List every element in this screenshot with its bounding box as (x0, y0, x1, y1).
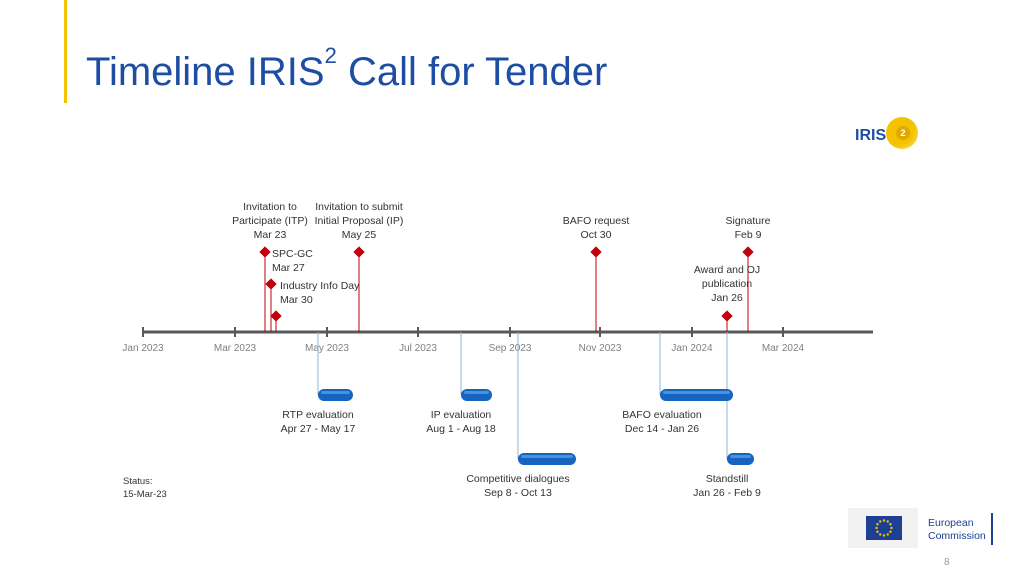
milestone-label: Industry Info Day (280, 280, 360, 292)
page-number: 8 (944, 557, 950, 568)
period-bar (461, 389, 492, 401)
axis-tick-label: May 2023 (305, 343, 349, 354)
milestone-label: Jan 26 (711, 292, 743, 304)
milestone-label: Participate (ITP) (232, 215, 308, 227)
milestone-label: May 25 (342, 229, 377, 241)
milestone-label: publication (702, 278, 752, 290)
milestone-diamond (259, 246, 271, 258)
period-label: Competitive dialogues (466, 473, 569, 485)
period-label: Aug 1 - Aug 18 (426, 423, 496, 435)
period-label: Apr 27 - May 17 (281, 423, 356, 435)
period-bar (318, 389, 353, 401)
period-label: Standstill (706, 473, 749, 485)
milestone-diamond (721, 310, 733, 322)
axis-tick-label: Mar 2023 (214, 343, 257, 354)
milestone-label: Award and OJ (694, 264, 760, 276)
period-label: Dec 14 - Jan 26 (625, 423, 699, 435)
milestone-label: Mar 27 (272, 262, 305, 274)
axis-tick-label: Nov 2023 (579, 343, 622, 354)
milestone-label: BAFO request (563, 215, 630, 227)
period-label: RTP evaluation (282, 409, 354, 421)
milestone-label: SPC-GC (272, 248, 313, 260)
iris2-logo-circle: 2 (886, 117, 918, 149)
period-bar (660, 389, 733, 401)
period-bar (727, 453, 754, 465)
milestone-diamond (590, 246, 602, 258)
milestone-label: Oct 30 (581, 229, 612, 241)
milestone-diamond (265, 278, 277, 290)
period-label: BAFO evaluation (622, 409, 702, 421)
period-bar (518, 453, 576, 465)
milestone-label: Mar 30 (280, 294, 313, 306)
milestone-label: Initial Proposal (IP) (315, 215, 404, 227)
status-note: Status: 15-Mar-23 (123, 476, 167, 500)
milestone-label: Mar 23 (254, 229, 287, 241)
european-commission-logo: European Commission (848, 508, 998, 550)
period-label: Sep 8 - Oct 13 (484, 487, 552, 499)
axis-tick-label: Jan 2024 (671, 343, 713, 354)
milestone-diamond (742, 246, 754, 258)
milestone-label: Feb 9 (735, 229, 762, 241)
milestone-label: Invitation to submit (315, 201, 403, 213)
period-label: Jan 26 - Feb 9 (693, 487, 761, 499)
ec-divider (991, 513, 993, 545)
page-title: Timeline IRIS2 Call for Tender (86, 42, 608, 94)
eu-flag-icon (866, 516, 902, 540)
axis-tick-label: Jul 2023 (399, 343, 437, 354)
period-label: IP evaluation (431, 409, 492, 421)
milestone-diamond (353, 246, 365, 258)
ec-name: European Commission (928, 517, 986, 542)
iris2-logo: 2 IRIS (855, 115, 927, 155)
axis-tick-label: Sep 2023 (489, 343, 532, 354)
axis-tick-label: Jan 2023 (122, 343, 164, 354)
milestone-label: Signature (726, 215, 771, 227)
iris2-logo-text: IRIS (855, 127, 887, 144)
accent-bar (64, 0, 67, 103)
milestone-diamond (270, 310, 282, 322)
milestone-label: Invitation to (243, 201, 297, 213)
axis-tick-label: Mar 2024 (762, 343, 805, 354)
